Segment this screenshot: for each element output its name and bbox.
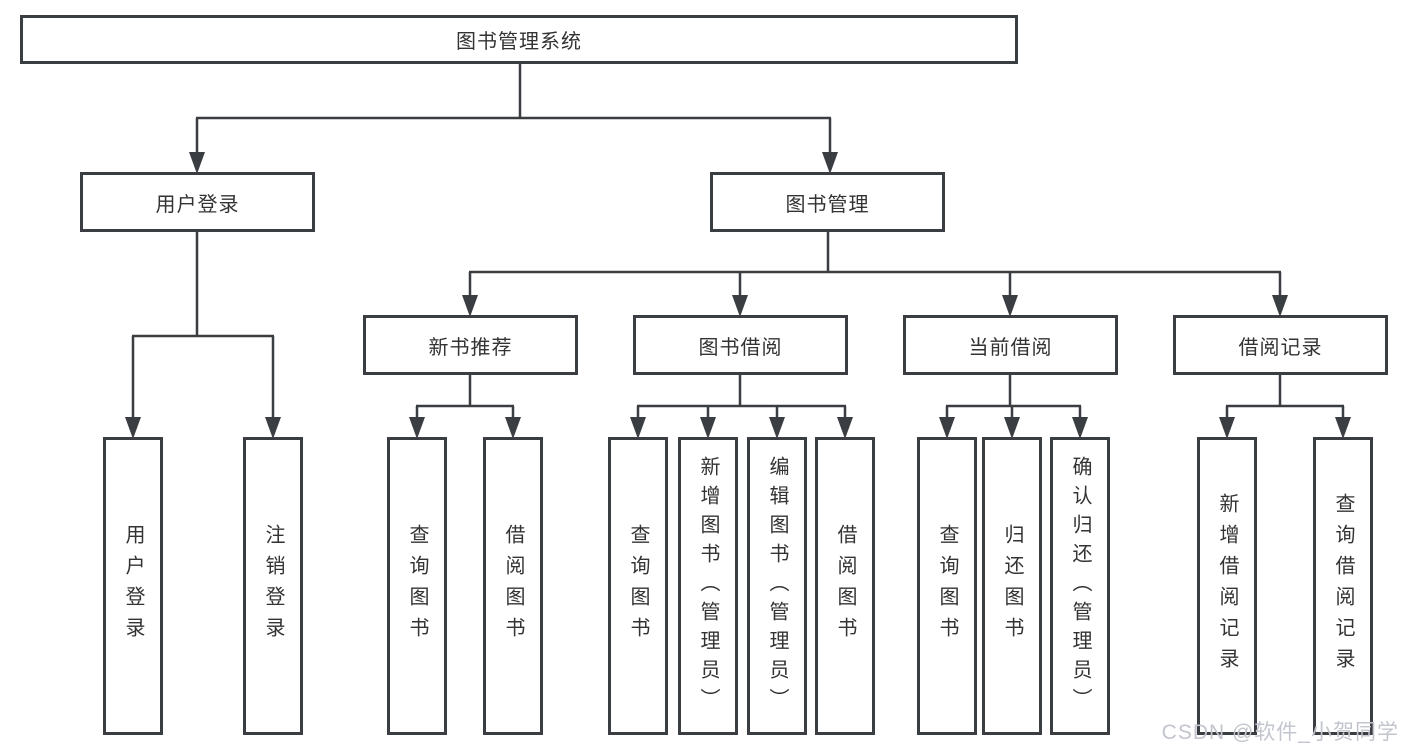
node-user-login-label: 用户登录 xyxy=(155,193,240,216)
node-leaf-nbr-query-books-label: 查询图书 xyxy=(406,524,428,648)
node-leaf-bb-edit-books-admin: 编辑图书（管理员） xyxy=(747,437,807,735)
node-leaf-bb-add-books-admin: 新增图书（管理员） xyxy=(678,437,738,735)
connector-book-mgmt-children xyxy=(462,230,1288,317)
node-leaf-bb-borrow-books-label: 借阅图书 xyxy=(834,524,856,648)
connector-borrow-record-children xyxy=(1219,373,1351,439)
node-book-management-label: 图书管理 xyxy=(785,193,870,216)
connector-user-login-children xyxy=(125,230,281,439)
node-user-login: 用户登录 xyxy=(80,172,315,232)
node-leaf-bb-borrow-books: 借阅图书 xyxy=(815,437,875,735)
connector-root-to-level2 xyxy=(189,63,838,174)
connector-current-borrow-children xyxy=(939,373,1088,439)
node-leaf-br-query-record: 查询借阅记录 xyxy=(1313,437,1373,735)
node-leaf-bb-add-books-admin-label: 新增图书（管理员） xyxy=(697,455,719,717)
node-leaf-cb-return-books: 归还图书 xyxy=(982,437,1042,735)
node-root-label: 图书管理系统 xyxy=(456,31,582,53)
node-book-management: 图书管理 xyxy=(710,172,945,232)
node-leaf-br-add-record: 新增借阅记录 xyxy=(1197,437,1257,735)
node-current-borrowing-label: 当前借阅 xyxy=(968,336,1053,359)
node-current-borrowing: 当前借阅 xyxy=(903,315,1118,375)
node-leaf-cb-query-books: 查询图书 xyxy=(917,437,977,735)
node-borrowing-records: 借阅记录 xyxy=(1173,315,1388,375)
node-leaf-cb-confirm-return-admin-label: 确认归还（管理员） xyxy=(1069,455,1091,717)
node-leaf-br-query-record-label: 查询借阅记录 xyxy=(1332,493,1354,679)
node-leaf-logout-label: 注销登录 xyxy=(262,524,284,648)
node-leaf-user-login-label: 用户登录 xyxy=(122,524,144,648)
node-leaf-user-login: 用户登录 xyxy=(103,437,163,735)
node-borrowing-records-label: 借阅记录 xyxy=(1238,336,1323,359)
node-leaf-br-add-record-label: 新增借阅记录 xyxy=(1216,493,1238,679)
csdn-watermark: CSDN @软件_小贺同学 xyxy=(1161,721,1399,744)
node-leaf-bb-query-books: 查询图书 xyxy=(608,437,668,735)
node-leaf-cb-query-books-label: 查询图书 xyxy=(936,524,958,648)
node-leaf-nbr-borrow-books: 借阅图书 xyxy=(483,437,543,735)
node-leaf-cb-confirm-return-admin: 确认归还（管理员） xyxy=(1050,437,1110,735)
connector-book-borrow-children xyxy=(630,373,853,439)
node-leaf-bb-query-books-label: 查询图书 xyxy=(627,524,649,648)
node-new-book-recommendation: 新书推荐 xyxy=(363,315,578,375)
connector-new-book-rec-children xyxy=(409,373,521,439)
node-leaf-bb-edit-books-admin-label: 编辑图书（管理员） xyxy=(766,455,788,717)
node-book-borrowing: 图书借阅 xyxy=(633,315,848,375)
node-root-system: 图书管理系统 xyxy=(20,15,1018,64)
node-new-book-recommendation-label: 新书推荐 xyxy=(428,336,513,359)
node-leaf-nbr-borrow-books-label: 借阅图书 xyxy=(502,524,524,648)
node-leaf-cb-return-books-label: 归还图书 xyxy=(1001,524,1023,648)
node-leaf-logout: 注销登录 xyxy=(243,437,303,735)
node-book-borrowing-label: 图书借阅 xyxy=(698,336,783,359)
node-leaf-nbr-query-books: 查询图书 xyxy=(387,437,447,735)
